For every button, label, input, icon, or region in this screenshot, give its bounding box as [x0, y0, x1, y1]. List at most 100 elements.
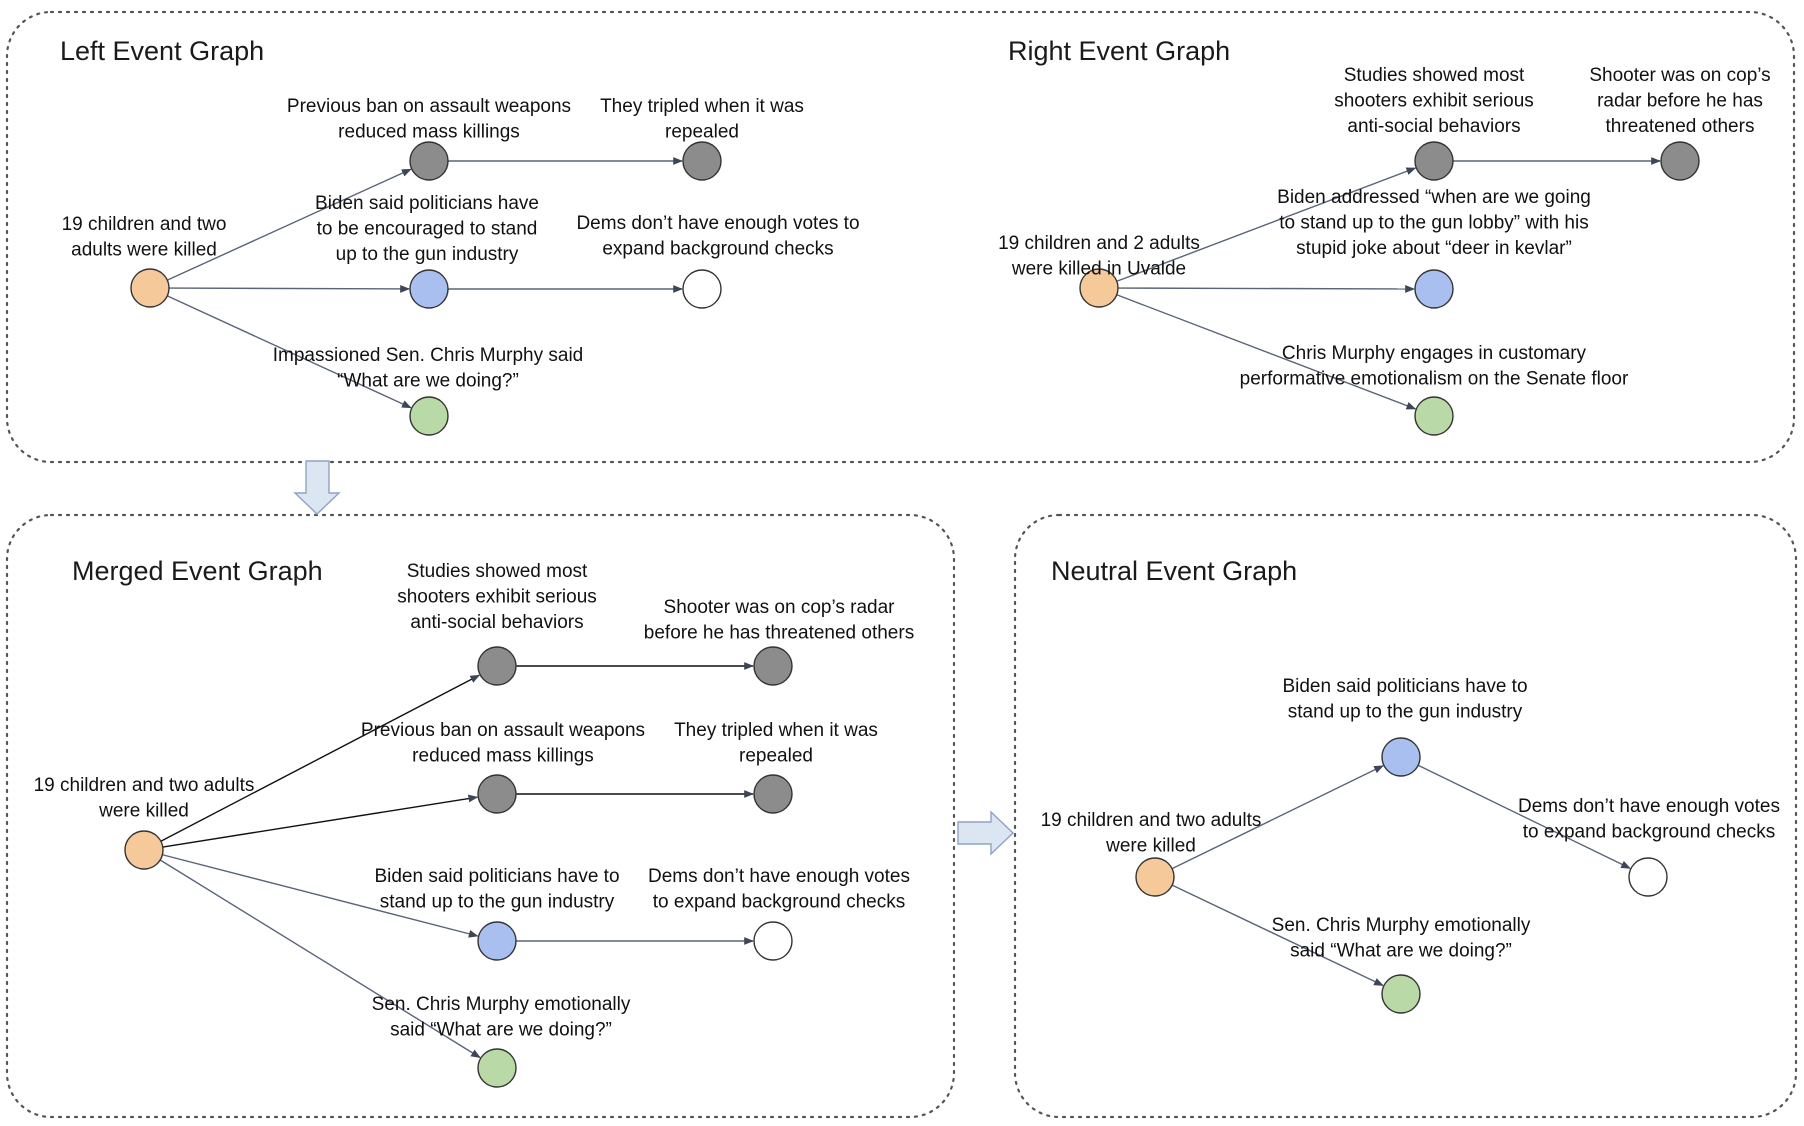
right-node-label-line: Chris Murphy engages in customary — [1282, 343, 1587, 364]
neutral-node-label-line: Biden said politicians have to — [1282, 676, 1527, 697]
down-flow-arrow — [293, 460, 341, 515]
right-flow-arrow — [957, 810, 1015, 856]
merged-node-label-line: Dems don’t have enough votes — [648, 866, 910, 887]
right-node-label-line: were killed in Uvalde — [1011, 259, 1186, 280]
merged-node-label-line: Biden said politicians have to — [374, 866, 619, 887]
merged-panel-frame — [5, 513, 956, 1119]
neutral-node-label-line: Dems don’t have enough votes — [1518, 796, 1780, 817]
merged-node-label-line: repealed — [739, 746, 813, 767]
neutral-node-label-n0: 19 children and two adults were killed — [1041, 810, 1262, 857]
left-node-label-line: to be encouraged to stand — [317, 219, 538, 240]
left-node-label-line: adults were killed — [71, 240, 217, 261]
left-node-label-line: up to the gun industry — [336, 244, 519, 265]
edge-l0-to-l1 — [167, 168, 412, 281]
edge-m0-to-m1 — [160, 674, 481, 842]
labels-layer: 19 children and two adults were killed Pre… — [34, 65, 1780, 1041]
right-node-label-line: threatened others — [1606, 116, 1755, 137]
right-node-label-line: Shooter was on cop’s — [1589, 65, 1770, 86]
left-node-l4[interactable] — [682, 269, 722, 309]
right-node-label-line: 19 children and 2 adults — [998, 233, 1200, 254]
right-node-r3[interactable] — [1414, 269, 1454, 309]
right-node-label-line: to stand up to the gun lobby” with his — [1279, 213, 1588, 234]
left-node-l0[interactable] — [130, 268, 170, 308]
edge-l0-to-l5 — [166, 295, 412, 409]
left-node-label-line: “What are we doing?” — [337, 371, 519, 392]
neutral-node-n2[interactable] — [1628, 857, 1668, 897]
left-node-label-l1: Previous ban on assault weapons reduced m… — [287, 96, 571, 143]
neutral-node-label-line: 19 children and two adults — [1041, 810, 1262, 831]
merged-node-label-line: were killed — [98, 801, 189, 822]
edge-m0-to-m3 — [162, 794, 479, 848]
merged-node-label-m1: Studies showed most shooters exhibit seri… — [397, 561, 597, 633]
merged-node-label-line: Shooter was on cop’s radar — [664, 597, 896, 618]
right-node-label-line: anti-social behaviors — [1347, 116, 1520, 137]
left-node-label-line: They tripled when it was — [600, 96, 804, 117]
left-node-l2[interactable] — [682, 141, 722, 181]
left-node-label-line: Impassioned Sen. Chris Murphy said — [273, 345, 583, 366]
neutral-node-label-n2: Dems don’t have enough votes to expand ba… — [1518, 796, 1780, 843]
right-node-r2[interactable] — [1660, 141, 1700, 181]
left-node-label-line: 19 children and two — [62, 214, 227, 235]
right-node-label-line: stupid joke about “deer in kevlar” — [1296, 238, 1572, 259]
left-panel-frame — [5, 10, 1796, 464]
neutral-node-label-line: were killed — [1105, 836, 1196, 857]
edge-m0-to-m7 — [159, 859, 481, 1059]
left-node-label-line: Previous ban on assault weapons — [287, 96, 571, 117]
merged-node-m0[interactable] — [124, 830, 164, 870]
left-node-label-line: expand background checks — [602, 239, 833, 260]
right-node-label-line: Studies showed most — [1344, 65, 1525, 86]
nodes-layer — [124, 141, 1700, 1088]
right-node-r1[interactable] — [1414, 141, 1454, 181]
neutral-node-n3[interactable] — [1381, 974, 1421, 1014]
right-node-r4[interactable] — [1414, 396, 1454, 436]
left-node-l1[interactable] — [409, 141, 449, 181]
right-node-r0[interactable] — [1079, 268, 1119, 308]
merged-node-label-line: Studies showed most — [407, 561, 588, 582]
merged-node-m2[interactable] — [753, 646, 793, 686]
merged-node-label-line: They tripled when it was — [674, 720, 878, 741]
merged-node-m3[interactable] — [477, 774, 517, 814]
neutral-node-n1[interactable] — [1381, 737, 1421, 777]
neutral-node-label-line: stand up to the gun industry — [1288, 702, 1523, 723]
merged-panel-title: Merged Event Graph — [72, 556, 323, 586]
right-node-label-r4: Chris Murphy engages in customary perform… — [1240, 343, 1629, 390]
neutral-panel-title: Neutral Event Graph — [1051, 556, 1297, 586]
merged-node-label-line: stand up to the gun industry — [380, 892, 615, 913]
merged-node-m5[interactable] — [477, 921, 517, 961]
neutral-node-label-n1: Biden said politicians have to stand up t… — [1282, 676, 1527, 723]
edges-layer — [159, 157, 1661, 1059]
left-node-label-l5: Impassioned Sen. Chris Murphy said “What … — [273, 345, 583, 392]
right-node-label-line: performative emotionalism on the Senate … — [1240, 369, 1629, 390]
merged-node-m1[interactable] — [477, 646, 517, 686]
neutral-panel-frame — [1013, 513, 1798, 1119]
edge-r0-to-r3 — [1117, 284, 1415, 293]
edge-n0-to-n3 — [1171, 884, 1384, 987]
neutral-node-n0[interactable] — [1135, 857, 1175, 897]
right-node-label-r1: Studies showed most shooters exhibit seri… — [1334, 65, 1534, 137]
left-node-l5[interactable] — [409, 396, 449, 436]
merged-node-label-line: anti-social behaviors — [410, 612, 583, 633]
merged-node-m7[interactable] — [477, 1048, 517, 1088]
neutral-node-label-line: to expand background checks — [1523, 822, 1775, 843]
merged-node-m6[interactable] — [753, 921, 793, 961]
edge-n1-to-n2 — [1417, 764, 1631, 869]
merged-node-label-m5: Biden said politicians have to stand up t… — [374, 866, 619, 913]
left-node-l3[interactable] — [409, 269, 449, 309]
left-node-label-line: reduced mass killings — [338, 122, 520, 143]
right-node-label-line: shooters exhibit serious — [1334, 91, 1534, 112]
merged-node-m4[interactable] — [753, 774, 793, 814]
merged-node-label-line: shooters exhibit serious — [397, 587, 597, 608]
merged-node-label-line: Sen. Chris Murphy emotionally — [372, 994, 631, 1015]
